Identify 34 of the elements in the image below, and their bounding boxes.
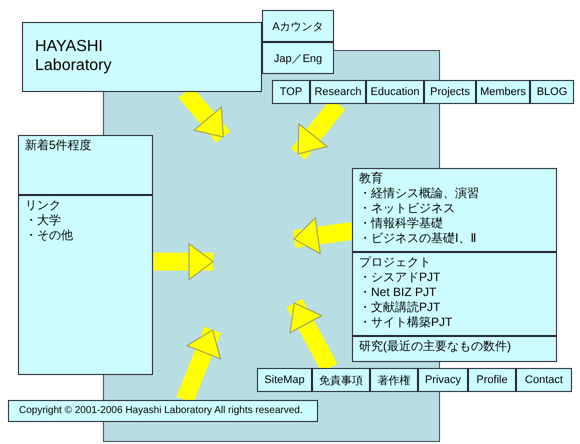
block-arrow xyxy=(292,217,354,254)
copyright-bar xyxy=(8,400,318,422)
nav-tab: Members xyxy=(476,80,530,104)
projects-box xyxy=(352,252,557,336)
box-heading: 新着5件程度 xyxy=(25,138,93,153)
language-switch: Jap／Eng xyxy=(262,42,334,74)
footer-link: Privacy xyxy=(418,368,468,392)
list-item: ・大学 xyxy=(25,213,62,228)
site-title-box xyxy=(22,22,262,92)
block-arrow xyxy=(153,243,214,280)
list-item: ・文献講読PJT xyxy=(359,300,442,315)
nav-tab: BLOG xyxy=(530,80,574,104)
list-item: ・Net BIZ PJT xyxy=(359,285,438,300)
site-title: HAYASHI Laboratory xyxy=(35,37,112,75)
box-heading: リンク xyxy=(25,198,62,213)
copyright-text: Copyright © 2001-2006 Hayashi Laboratory All rights researved. xyxy=(19,404,304,418)
box-heading: 教育 xyxy=(359,171,384,186)
education-box xyxy=(352,168,557,252)
box-heading: プロジェクト xyxy=(359,255,432,270)
list-item: ・サイト構築PJT xyxy=(359,315,454,330)
box-heading: 研究(最近の主要なもの数件) xyxy=(359,339,512,354)
research-box xyxy=(352,336,557,362)
list-item: ・その他 xyxy=(25,228,74,243)
links-box xyxy=(18,195,153,375)
counter-cell: Aカウンタ xyxy=(262,10,334,42)
nav-tab: Projects xyxy=(424,80,476,104)
list-item: ・情報科学基礎 xyxy=(359,216,444,231)
news-box xyxy=(18,135,153,195)
list-item: ・ネットビジネス xyxy=(359,201,456,216)
footer-link: Profile xyxy=(468,368,516,392)
list-item: ・シスアドPJT xyxy=(359,270,442,285)
list-item: ・ビジネスの基礎Ⅰ、Ⅱ xyxy=(359,231,478,246)
list-item: ・経情シス概論、演習 xyxy=(359,186,480,201)
footer-link: Contact xyxy=(516,368,572,392)
